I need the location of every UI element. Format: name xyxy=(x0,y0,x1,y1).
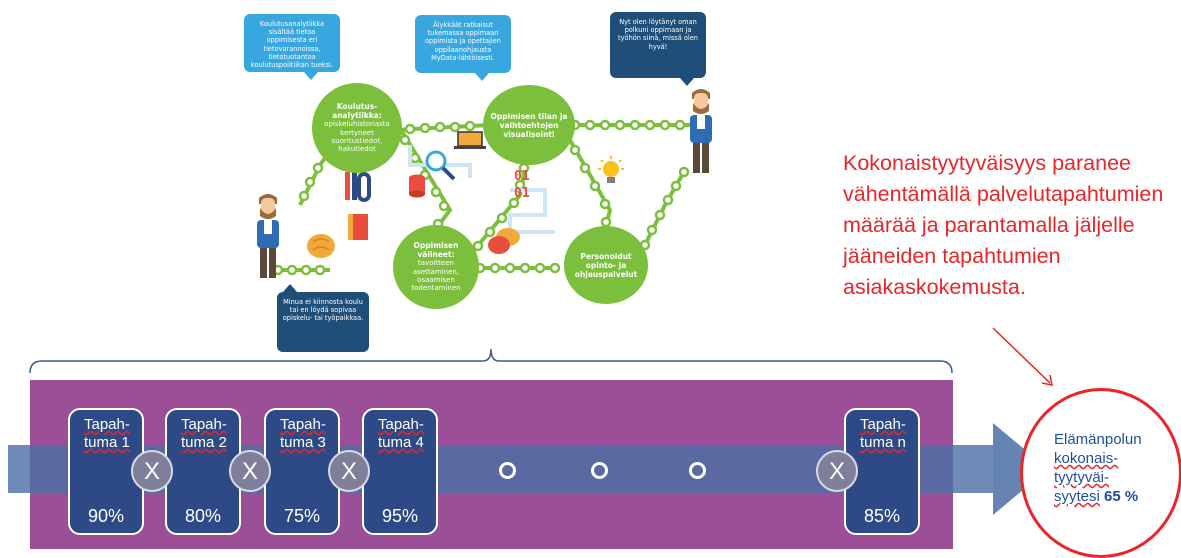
event-label-line1: Tapah- xyxy=(378,416,424,433)
magnifier-icon xyxy=(423,148,457,182)
event-label-line2: tuma 3 xyxy=(280,434,326,451)
event-label-line2: tuma 4 xyxy=(378,434,424,451)
event-label: Tapah-tuma 1 xyxy=(84,416,130,452)
node-personoidut: Personoidut opinto- ja ohjauspalvelut xyxy=(564,226,648,304)
bubble-tail xyxy=(475,73,489,81)
bubble-tail xyxy=(283,284,297,292)
event-label: Tapah-tuma 2 xyxy=(181,416,227,452)
x-mark-icon: X xyxy=(816,450,858,492)
event-value: 85% xyxy=(863,506,901,526)
person-left-avatar xyxy=(252,190,284,282)
node-valineet: Oppimisen välineet: tavoitteen asettamin… xyxy=(393,225,479,309)
event-label-line2: tuma 1 xyxy=(84,434,130,451)
satisfaction-callout: Kokonaistyytyväisyys paranee vähentämäll… xyxy=(843,151,1164,299)
books-icon xyxy=(343,168,373,204)
event-box-n: Tapah-tuma n 85% xyxy=(844,408,920,535)
bubble-smart-text: Älykkäät ratkaisut tukemassa oppimaan op… xyxy=(424,21,501,62)
event-label: Tapah-tuma 4 xyxy=(378,416,424,452)
event-label-line1: Tapah- xyxy=(860,416,906,433)
ellipsis-dot-icon xyxy=(591,462,608,479)
node-koulutusanalytiikka: Koulutus-analytiikka: opiskeluhistoriast… xyxy=(312,83,402,173)
node-body: opiskeluhistoriasta kertyneet suoritusti… xyxy=(324,120,390,154)
event-label-line1: Tapah- xyxy=(84,416,130,433)
result-line3: tyytyväi- xyxy=(1054,469,1110,486)
book-icon xyxy=(345,212,373,242)
node-title: Oppimisen välineet: xyxy=(413,241,459,260)
bubble-analytics-text: Koulutusanalytiikka sisältää tietoa oppi… xyxy=(250,20,334,70)
result-line2: kokonais- xyxy=(1054,450,1119,467)
event-value: 75% xyxy=(283,506,321,526)
result-text: Elämänpolun kokonais- tyytyväi- syytesi … xyxy=(1054,430,1164,506)
result-circle xyxy=(1020,388,1181,558)
bubble-tail xyxy=(304,72,318,80)
event-label: Tapah-tuma n xyxy=(860,416,906,452)
result-value: 65 % xyxy=(1104,488,1139,505)
event-label-line2: tuma n xyxy=(860,434,906,451)
binary-line-2: 01 xyxy=(514,186,530,201)
node-body: tavoitteen asettaminen, osaamisen todent… xyxy=(411,259,461,293)
person-right-avatar xyxy=(685,85,717,177)
binary-text: 01 01 xyxy=(514,168,530,202)
binary-line-1: 01 xyxy=(514,169,530,184)
x-mark-icon: X xyxy=(131,450,173,492)
node-visualisointi: Oppimisen tilan ja vaihtoehtojen visuali… xyxy=(483,85,575,165)
event-label-line1: Tapah- xyxy=(181,416,227,433)
chat-icon xyxy=(486,226,522,258)
x-mark-icon: X xyxy=(229,450,271,492)
node-title: Koulutus-analytiikka: xyxy=(332,102,382,121)
event-label: Tapah-tuma 3 xyxy=(280,416,326,452)
event-box-4: Tapah-tuma 4 95% xyxy=(362,408,438,535)
database-icon xyxy=(407,173,427,199)
result-line4: syytesi xyxy=(1054,488,1100,505)
bubble-analytics: Koulutusanalytiikka sisältää tietoa oppi… xyxy=(244,14,340,80)
bubble-tail xyxy=(680,78,694,86)
event-value: 95% xyxy=(381,506,419,526)
x-mark-icon: X xyxy=(328,450,370,492)
bubble-found: Nyt olen löytänyt oman polkuni oppimaan … xyxy=(610,12,706,86)
event-value: 90% xyxy=(87,506,125,526)
bubble-smart: Älykkäät ratkaisut tukemassa oppimaan op… xyxy=(415,15,511,81)
bubble-lost-text: Minua ei kiinnosta koulu tai en löydä so… xyxy=(282,298,364,323)
bubble-found-text: Nyt olen löytänyt oman polkuni oppimaan … xyxy=(618,18,698,51)
callout-arrow xyxy=(992,327,1053,386)
event-value: 80% xyxy=(184,506,222,526)
event-label-line1: Tapah- xyxy=(280,416,326,433)
result-line1: Elämänpolun xyxy=(1054,431,1142,448)
lightbulb-icon xyxy=(596,155,626,191)
event-label-line2: tuma 2 xyxy=(181,434,227,451)
bubble-lost: Minua ei kiinnosta koulu tai en löydä so… xyxy=(277,284,369,352)
ellipsis-dot-icon xyxy=(689,462,706,479)
laptop-icon xyxy=(453,130,487,152)
node-title: Personoidut opinto- ja ohjauspalvelut xyxy=(574,251,638,279)
brain-icon xyxy=(305,232,337,260)
ellipsis-dot-icon xyxy=(499,462,516,479)
node-title: Oppimisen tilan ja vaihtoehtojen visuali… xyxy=(490,111,568,139)
bracket xyxy=(29,348,953,374)
